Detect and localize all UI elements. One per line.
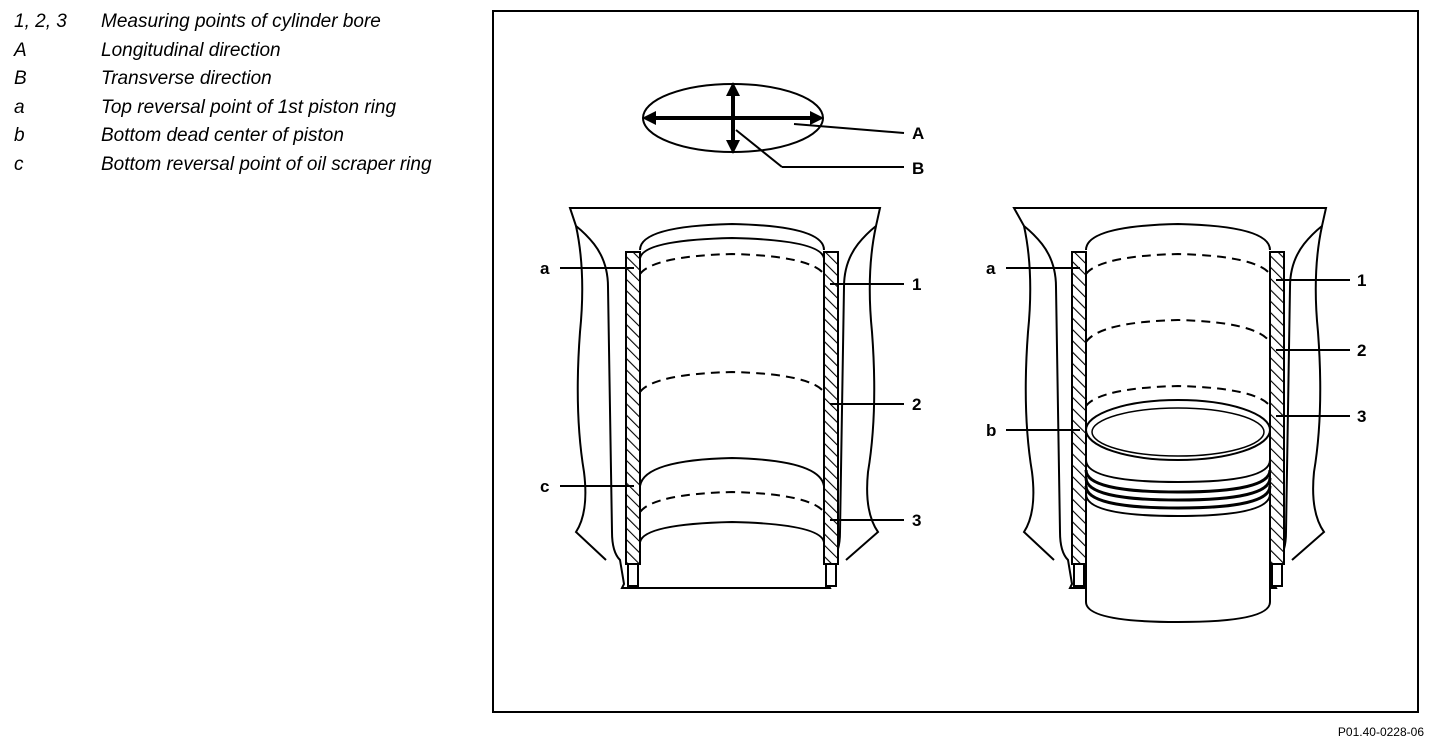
label-right-b: b [986, 421, 996, 440]
legend-key: b [14, 125, 25, 146]
legend-key: B [14, 68, 27, 89]
legend-key: A [14, 39, 27, 61]
legend-key: a [14, 96, 25, 118]
legend-text: Longitudinal direction [101, 39, 281, 61]
legend-text: Bottom dead center of piston [101, 125, 344, 146]
legend-key: 1, 2, 3 [14, 11, 67, 32]
figure-id: P01.40-0228-06 [1337, 725, 1424, 739]
direction-ellipse [642, 82, 905, 168]
label-left-c: c [540, 477, 549, 496]
figure-frame: A B [492, 10, 1419, 713]
left-cylinder [560, 207, 904, 589]
legend-row: A Longitudinal direction [14, 37, 484, 66]
legend: 1, 2, 3 Measuring points of cylinder bor… [14, 8, 484, 179]
legend-row: 1, 2, 3 Measuring points of cylinder bor… [14, 8, 484, 37]
legend-row: B Transverse direction [14, 65, 484, 94]
label-right-a: a [986, 259, 996, 278]
label-right-2: 2 [1357, 341, 1366, 360]
label-left-a: a [540, 259, 550, 278]
cylinder-diagram: A B [540, 82, 1366, 624]
legend-text: Measuring points of cylinder bore [101, 11, 381, 32]
label-right-3: 3 [1357, 407, 1366, 426]
legend-row: a Top reversal point of 1st piston ring [14, 94, 484, 123]
legend-row: b Bottom dead center of piston [14, 122, 484, 151]
label-direction-b: B [912, 159, 924, 178]
label-left-1: 1 [912, 275, 921, 294]
label-right-1: 1 [1357, 271, 1366, 290]
legend-key: c [14, 153, 24, 175]
label-direction-a: A [912, 124, 924, 143]
legend-text: Bottom reversal point of oil scraper rin… [101, 153, 432, 175]
label-left-3: 3 [912, 511, 921, 530]
right-cylinder [1006, 207, 1350, 624]
legend-text: Top reversal point of 1st piston ring [101, 96, 397, 118]
legend-row: c Bottom reversal point of oil scraper r… [14, 151, 454, 180]
legend-text: Transverse direction [101, 68, 272, 89]
piston [1084, 399, 1272, 624]
label-left-2: 2 [912, 395, 921, 414]
